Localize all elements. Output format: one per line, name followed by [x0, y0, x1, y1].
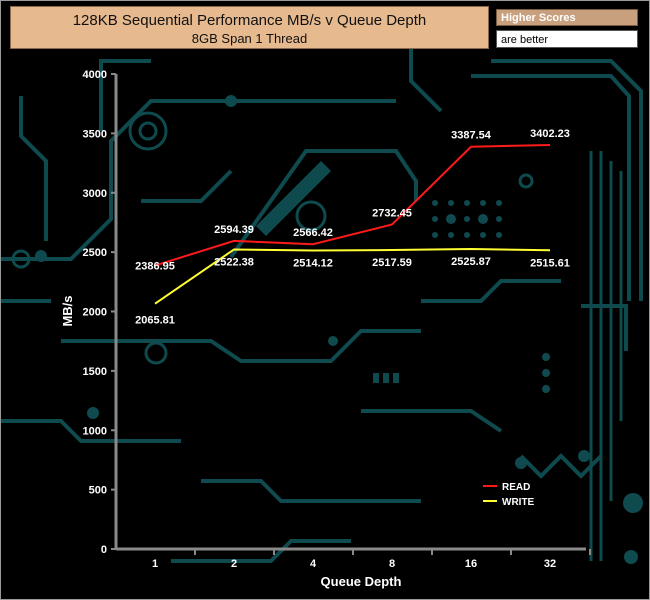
x-tick-label: 8: [389, 558, 395, 570]
note-higher-scores: Higher Scores: [496, 9, 638, 26]
y-tick-label: 3000: [83, 188, 107, 200]
series-line-write: [154, 248, 551, 305]
series-line-read: [154, 143, 551, 267]
y-tick-label: 1000: [83, 425, 107, 437]
y-tick-label: 2500: [83, 247, 107, 259]
y-tick-label: 500: [89, 485, 107, 497]
x-tick-label: 4: [310, 558, 317, 570]
data-label-read: 2386.95: [135, 261, 175, 273]
y-tick-label: 0: [101, 544, 107, 556]
chart-subtitle: 8GB Span 1 Thread: [191, 31, 308, 46]
data-label-write: 2514.12: [293, 257, 333, 269]
legend-label-read: READ: [502, 482, 530, 493]
y-axis-title: MB/s: [60, 295, 75, 326]
data-label-read: 2594.39: [214, 224, 254, 236]
y-tick-label: 1500: [83, 366, 107, 378]
x-tick-label: 32: [544, 558, 556, 570]
data-label-write: 2065.81: [135, 315, 175, 327]
data-label-read: 3387.54: [451, 130, 492, 142]
data-label-write: 2517.59: [372, 257, 412, 269]
note-are-better: are better: [496, 30, 638, 48]
data-label-read: 2732.45: [372, 208, 412, 220]
y-tick-label: 2000: [83, 307, 107, 319]
data-label-write: 2525.87: [451, 256, 491, 268]
data-label-read: 3402.23: [530, 128, 570, 140]
y-tick-label: 3500: [83, 128, 107, 140]
chart-title: 128KB Sequential Performance MB/s v Queu…: [72, 12, 427, 29]
y-tick-label: 4000: [83, 69, 107, 81]
x-tick-label: 2: [231, 558, 237, 570]
x-axis-title: Queue Depth: [321, 574, 402, 589]
data-label-write: 2515.61: [530, 257, 570, 269]
data-label-write: 2522.38: [214, 256, 254, 268]
x-tick-label: 16: [465, 558, 477, 570]
data-label-read: 2566.42: [293, 227, 333, 239]
title-box: 128KB Sequential Performance MB/s v Queu…: [10, 6, 489, 49]
x-tick-label: 1: [152, 558, 158, 570]
legend-label-write: WRITE: [502, 497, 535, 508]
